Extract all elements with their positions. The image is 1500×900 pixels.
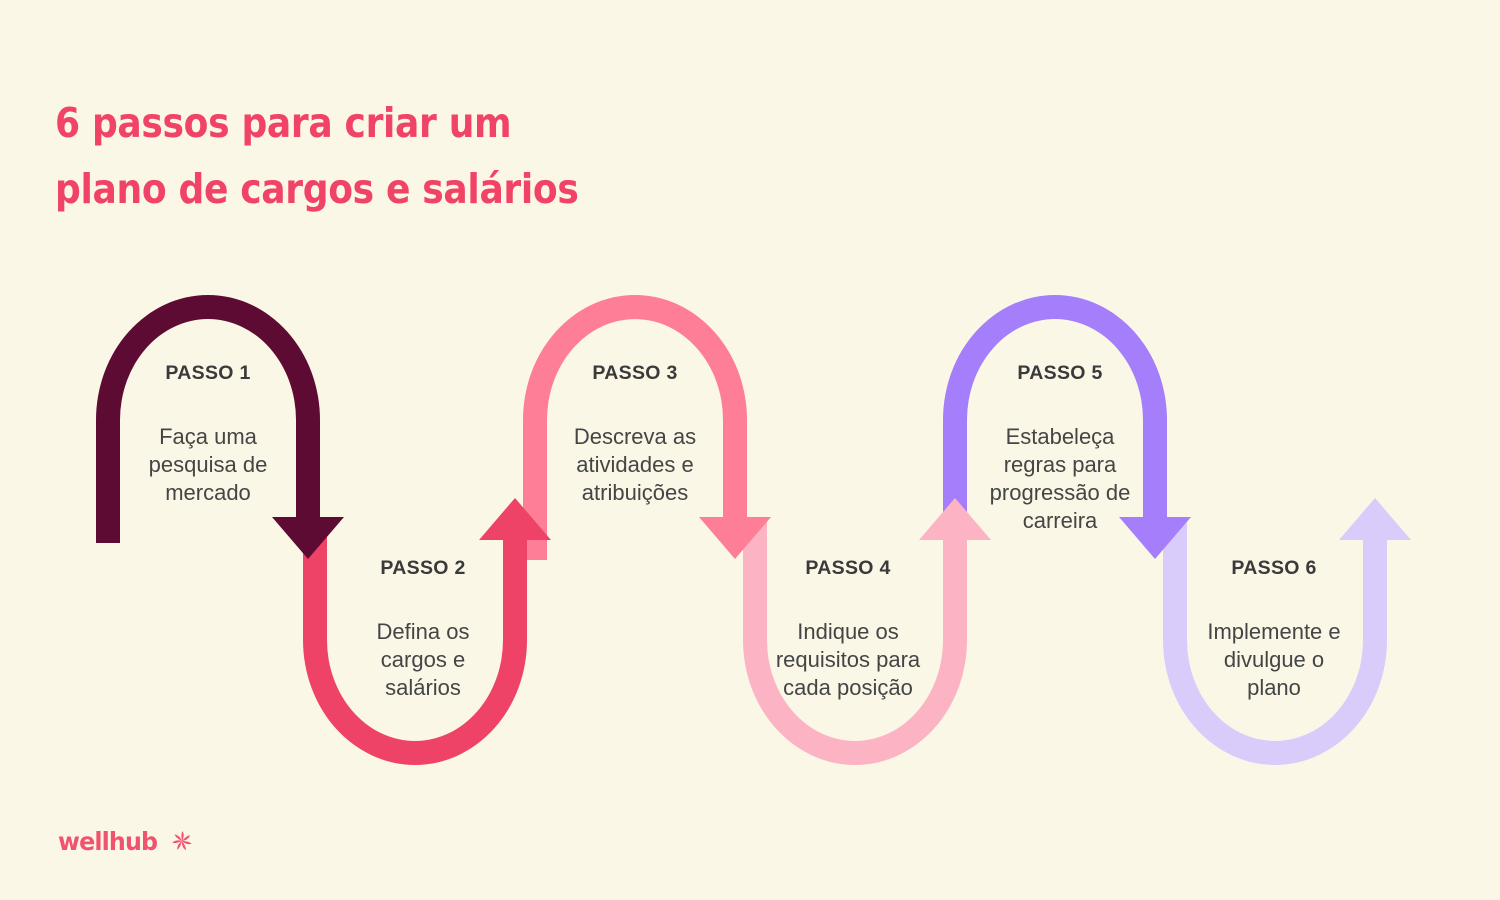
- step-6-arrow-shape: [1163, 498, 1411, 765]
- wellhub-logo: wellhub: [58, 828, 195, 854]
- page-title: 6 passos para criar um plano de cargos e…: [55, 90, 855, 223]
- step-5-label: PASSO 5: [1017, 362, 1103, 384]
- step-2-path: [303, 498, 551, 765]
- step-4-description: Indique os requisitos para cada posição: [775, 619, 921, 700]
- step-3-label: PASSO 3: [592, 362, 678, 384]
- step-5-text: PASSO 5 Estabeleça regras para progressã…: [945, 362, 1175, 535]
- step-6-path: [1163, 498, 1411, 765]
- step-6-description: Implemente e divulgue o plano: [1207, 619, 1341, 700]
- step-3-path: [523, 295, 771, 560]
- step-4-text: PASSO 4 Indique os requisitos para cada …: [733, 557, 963, 702]
- step-1-path: [96, 295, 344, 559]
- step-2-arrow-shape: [303, 498, 551, 765]
- step-2-description: Defina os cargos e salários: [376, 619, 470, 700]
- step-6-text: PASSO 6 Implemente e divulgue o plano: [1159, 557, 1389, 702]
- pinwheel-petals: [172, 831, 192, 851]
- step-1-arrow-shape: [96, 295, 344, 559]
- title-line-2: plano de cargos e salários: [55, 165, 579, 214]
- step-5-path: [943, 295, 1191, 560]
- step-1-text: PASSO 1 Faça uma pesquisa de mercado: [93, 362, 323, 507]
- step-4-arrow-shape: [743, 498, 991, 765]
- step-4-label: PASSO 4: [805, 557, 891, 579]
- step-3-text: PASSO 3 Descreva as atividades e atribui…: [520, 362, 750, 507]
- step-3-arrow-shape: [523, 295, 771, 560]
- step-1-label: PASSO 1: [165, 362, 251, 384]
- pinwheel-icon: [172, 831, 192, 851]
- title-line-1: 6 passos para criar um: [55, 99, 512, 147]
- step-5-arrow-shape: [943, 295, 1191, 560]
- wellhub-wordmark: wellhub: [58, 826, 158, 856]
- step-2-text: PASSO 2 Defina os cargos e salários: [308, 557, 538, 702]
- step-3-description: Descreva as atividades e atribuições: [573, 424, 697, 505]
- step-5-description: Estabeleça regras para progressão de car…: [989, 424, 1131, 533]
- step-1-description: Faça uma pesquisa de mercado: [148, 424, 268, 505]
- step-2-label: PASSO 2: [380, 557, 466, 579]
- step-4-path: [743, 498, 991, 765]
- step-6-label: PASSO 6: [1231, 557, 1317, 579]
